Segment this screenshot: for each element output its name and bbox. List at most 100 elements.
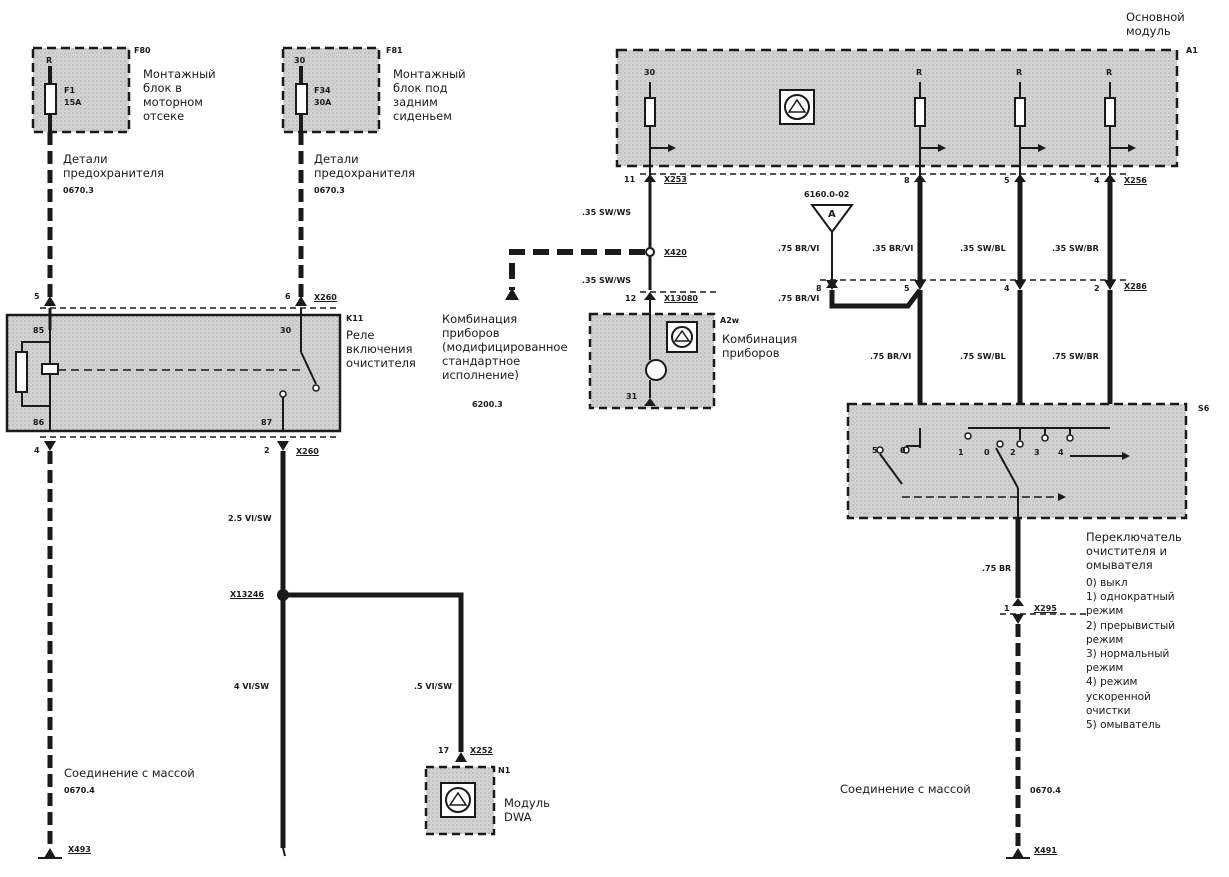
switch-title: Переключатель очистителя и омывателя [1086,530,1182,572]
wire-5-vwsw-label: .5 VI/SW [414,682,453,691]
dwa-label: Модуль DWA [504,796,550,824]
switch-pos-0a: 0 [900,446,906,455]
fuse-box-engine-id: F80 [134,46,151,55]
wire-cluster-variant [509,249,645,290]
switch-pos-5: 5 [872,446,878,455]
main-module-id: A1 [1186,46,1198,55]
main-module-icon [779,89,815,125]
fuse-details-left-ref: 0670.3 [63,186,94,195]
wire-75-brvi-joint [829,288,922,309]
sw-connector-pin-5: 5 [904,284,910,293]
main-module-connector-2: X256 [1124,176,1147,185]
relay-k11 [5,313,342,433]
relay-pin-85: 85 [33,326,45,335]
splice-label: X13246 [230,590,264,599]
fuse-rear-id: F34 [314,86,331,95]
switch-pos-2: 2 [1010,448,1016,457]
reference-a-symbol [810,204,854,234]
switch-out-connector: X295 [1034,604,1057,613]
switch-pos-1: 1 [958,448,964,457]
wire-75-brvi-label-a: .75 BR/VI [778,244,820,253]
main-module-pin-4: 4 [1094,176,1100,185]
relay-pin-bottom-left: 4 [34,446,40,455]
relay-switch-contact [300,351,317,385]
cluster-id: A2w [720,316,740,325]
fuse-box-engine-label: Монтажный блок в моторном отсеке [143,67,216,123]
fuse-rear-terminal: 30 [294,56,306,65]
sw-connector-pin-4: 4 [1004,284,1010,293]
main-module-term-30: 30 [644,68,656,77]
main-module-a1 [615,48,1179,168]
cluster-pin: 12 [625,294,637,303]
wire-5-vwsw [283,592,464,752]
switch-pos-0b: 0 [984,448,990,457]
dwa-connector: X252 [470,746,493,755]
switch-lever [995,447,1019,489]
sw-connector-pin-2: 2 [1094,284,1100,293]
ground-left-ref: 0670.4 [64,786,95,795]
main-module-pin-8: 8 [904,176,910,185]
main-module-connector: X253 [664,175,687,184]
wire-35-swws-label-a: .35 SW/WS [582,208,632,217]
sw-connector-id: X286 [1124,282,1147,291]
wire-75-br-label: .75 BR [982,564,1012,573]
reference-a-ref: 6160.0-02 [804,190,850,199]
relay-pin-bottom-right: 2 [264,446,270,455]
wire-75-brvi-label-b: .75 BR/VI [778,294,820,303]
fuse-engine-f1 [44,83,57,115]
wire-25-vwsw-label: 2.5 VI/SW [228,514,272,523]
cluster-transistor [645,359,667,381]
switch-pos-4: 4 [1058,448,1064,457]
fuse-details-left: Детали предохранителя [63,152,165,180]
relay-coil [15,351,28,393]
ground-right-ref: 0670.4 [1030,786,1061,795]
cluster-variant-label: Комбинация приборов (модифицированное ст… [442,312,568,382]
cluster-pin-bottom: 31 [626,392,638,401]
fuse-engine-id: F1 [64,86,76,95]
fuse-engine-rating: 15A [64,98,82,107]
dwa-id: N1 [498,766,511,775]
ground-left-connector: X493 [68,845,91,854]
fuse-details-right: Детали предохранителя [314,152,416,180]
switch-modes: 0) выкл 1) однократный режим 2) прерывис… [1086,577,1176,732]
fuse-rear-rating: 30A [314,98,332,107]
main-module-term-r1: R [916,68,923,77]
wire-75-swbl-label: .75 SW/BL [960,352,1006,361]
wire-35-brvi-label: .35 BR/VI [872,244,914,253]
relay-connector-top: X260 [314,293,337,302]
wire-75-brvi-label-c: .75 BR/VI [870,352,912,361]
main-module-pin-11: 11 [624,175,636,184]
switch-id: S6 [1198,404,1210,413]
relay-pin-top-right: 6 [285,292,291,301]
reference-a-letter: A [828,209,836,220]
main-module-term-r2: R [1016,68,1023,77]
ground-right-label: Соединение с массой [840,782,971,796]
dwa-module [424,765,496,836]
ground-left-label: Соединение с массой [64,766,195,780]
dwa-pin: 17 [438,746,450,755]
wire-35-swbr-label: .35 SW/BR [1052,244,1099,253]
fuse-engine-terminal: R [46,56,53,65]
cluster-label: Комбинация приборов [722,332,798,360]
wire-75-swbr-label: .75 SW/BR [1052,352,1099,361]
wire-35-swws-label-b: .35 SW/WS [582,276,632,285]
relay-pin-87: 87 [261,418,273,427]
ground-right-connector: X491 [1034,846,1057,855]
switch-pos-3: 3 [1034,448,1040,457]
main-module-label: Основной модуль [1126,10,1185,38]
sw-connector-pin-8: 8 [816,284,822,293]
cluster-variant-connector: X420 [664,248,687,257]
relay-pin-86: 86 [33,418,45,427]
switch-out-pin: 1 [1004,604,1010,613]
fuse-details-right-ref: 0670.3 [314,186,345,195]
relay-id: K11 [346,314,364,323]
relay-pin-30: 30 [280,326,292,335]
main-module-pin-5: 5 [1004,176,1010,185]
wire-35-swbl-label: .35 SW/BL [960,244,1006,253]
cluster-connector: X13080 [664,294,698,303]
relay-connector-bottom: X260 [296,447,319,456]
fuse-box-rear-label: Монтажный блок под задним сиденьем [393,67,466,123]
main-module-term-r3: R [1106,68,1113,77]
fuse-box-rear-id: F81 [386,46,403,55]
